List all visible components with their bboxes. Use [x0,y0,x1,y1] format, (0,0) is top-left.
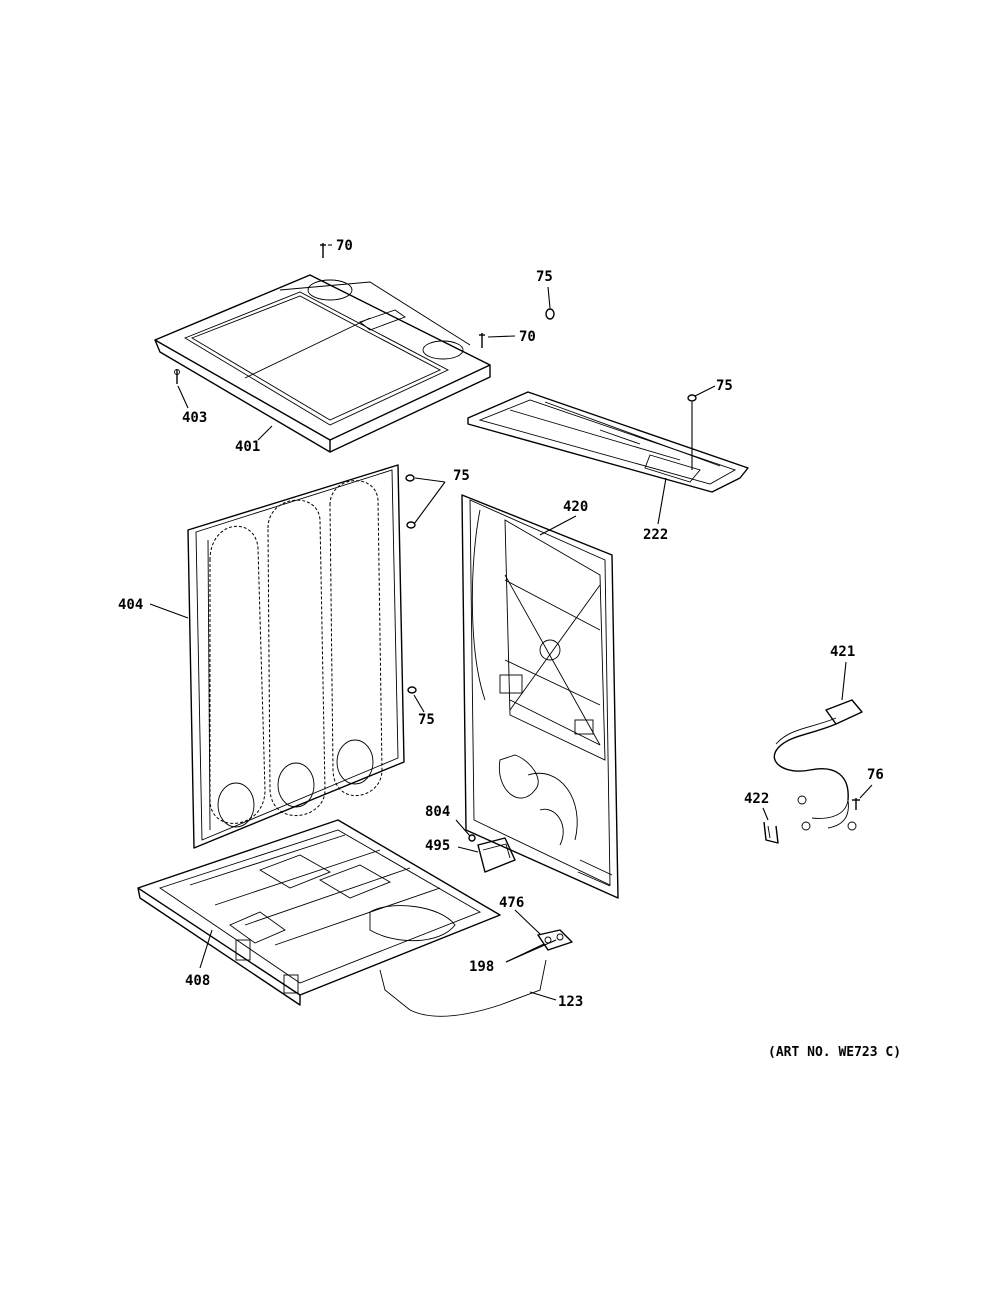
screw-70-top [320,243,326,258]
strain-relief-422 [763,821,779,844]
art-number: (ART NO. WE723 C) [768,1045,901,1060]
label-70-top: 70 [336,238,353,254]
label-75-side: 75 [453,468,470,484]
rear-panel-420 [461,494,619,899]
label-404: 404 [118,597,143,613]
screw-70-right [479,333,485,348]
label-408: 408 [185,973,210,989]
clips-75-side [405,474,417,694]
label-422: 422 [744,791,769,807]
label-495: 495 [425,838,450,854]
bracket-222 [467,391,749,493]
label-76: 76 [867,767,884,783]
clip-75-top [545,308,555,320]
label-421: 421 [830,644,855,660]
label-804: 804 [425,804,450,820]
label-403: 403 [182,410,207,426]
label-222: 222 [643,527,668,543]
screw-804 [468,834,476,842]
label-401: 401 [235,439,260,455]
top-panel-401 [154,274,491,453]
label-75-top: 75 [536,269,553,285]
label-476: 476 [499,895,524,911]
label-70-right: 70 [519,329,536,345]
label-75-bracket: 75 [716,378,733,394]
screw-76 [852,798,860,810]
bracket-495 [477,837,516,873]
base-408 [137,819,547,1017]
label-75-lower: 75 [418,712,435,728]
leader-lines [149,244,873,1001]
label-420: 420 [563,499,588,515]
label-198: 198 [469,959,494,975]
power-cord-421 [773,699,863,831]
side-panel-404 [187,464,405,849]
screw-403 [174,369,180,384]
label-123: 123 [558,994,583,1010]
